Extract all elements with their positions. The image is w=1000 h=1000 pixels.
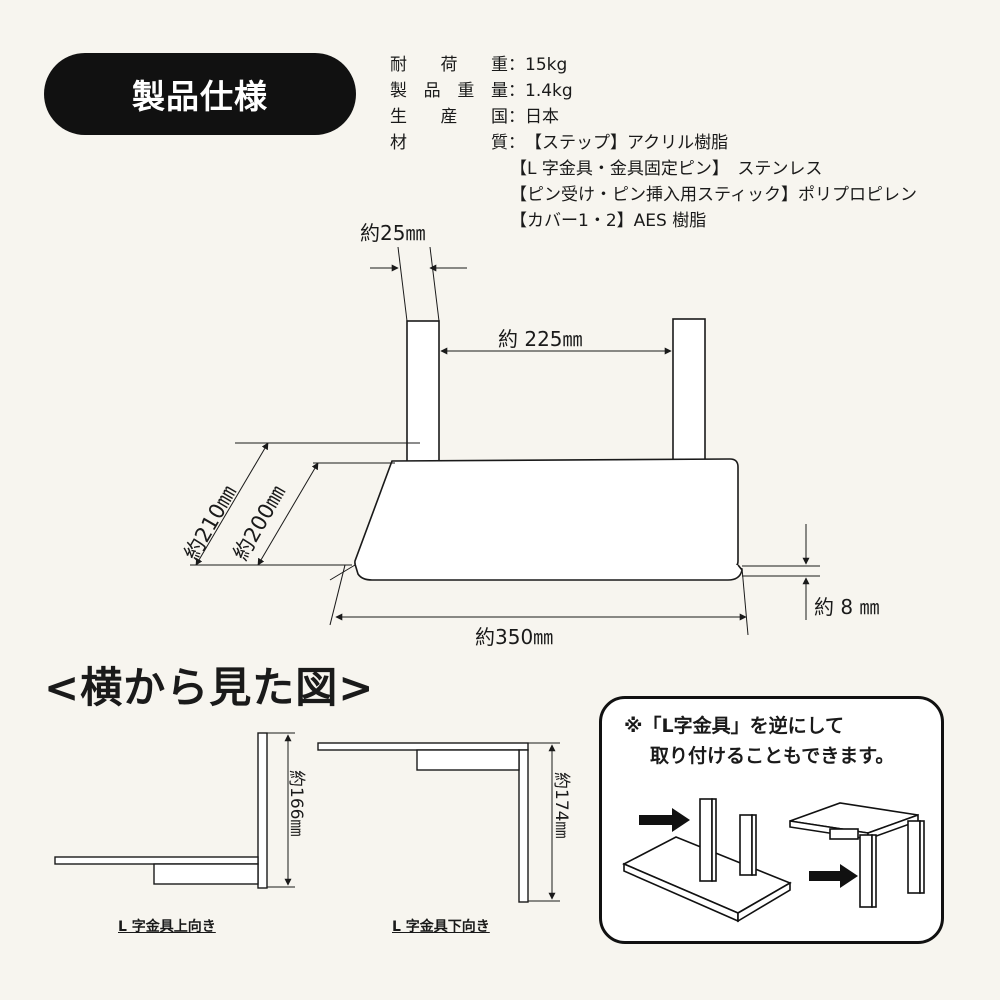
spec-material-line: 【L 字金具・金具固定ピン】 ステンレス: [510, 159, 823, 179]
dim-width: 約350㎜: [475, 625, 553, 649]
spec-value-weight: 1.4kg: [525, 81, 573, 101]
spec-list: 耐荷重 ：15kg 製品重量 ：1.4kg 生産国 ：日本 材質 ：【ステップ】…: [390, 52, 917, 234]
note-bracket-post-1: [859, 834, 873, 908]
spec-material-line: 【ステップ】アクリル樹脂: [525, 133, 729, 153]
dim-thickness: 約 8 ㎜: [814, 595, 879, 619]
note-bracket-cover: [829, 828, 859, 840]
note-text: ※「L字金具」を逆にして 取り付けることもできます。: [624, 711, 894, 771]
note-bracket-post-2: [907, 820, 921, 894]
note-arrow-right-icon: [809, 864, 858, 888]
note-box: ※「L字金具」を逆にして 取り付けることもできます。: [599, 696, 944, 944]
side-down-post: [518, 749, 529, 903]
spec-row-load: 耐荷重 ：15kg: [390, 52, 917, 78]
note-illustration: [622, 798, 925, 923]
spec-material-line: 【ピン受け・ピン挿入用スティック】ポリプロピレン: [510, 185, 917, 205]
side-down-cover: [416, 749, 520, 771]
side-up-cover: [153, 863, 259, 885]
spec-label-load: 耐荷重: [390, 55, 508, 75]
dim-arrow-depth-outer: [195, 442, 269, 566]
spec-row-weight: 製品重量 ：1.4kg: [390, 78, 917, 104]
caption-bracket-down: L 字金具下向き: [392, 919, 490, 935]
note-post-2: [739, 814, 753, 876]
spec-title: 製品仕様: [132, 77, 268, 116]
note-line-2: 取り付けることもできます。: [650, 745, 895, 767]
side-view-title: <横から見た図>: [44, 663, 375, 712]
spec-row-origin: 生産国 ：日本: [390, 104, 917, 130]
side-up-board: [54, 856, 259, 865]
spec-label-weight: 製品重量: [390, 81, 508, 101]
dim-height-up: 約166㎜: [286, 770, 306, 836]
note-post-1: [699, 798, 713, 882]
note-arrow-left-icon: [639, 808, 690, 832]
step-board-edge: [354, 563, 743, 581]
dim-post-gap: 約 225㎜: [498, 327, 583, 351]
dim-height-down: 約174㎜: [551, 772, 571, 838]
spec-value-origin: 日本: [525, 107, 559, 127]
caption-bracket-up: L 字金具上向き: [118, 919, 216, 935]
spec-label-origin: 生産国: [390, 107, 508, 127]
dim-arrow-depth-inner: [257, 462, 319, 566]
note-line-1: ※「L字金具」を逆にして: [624, 715, 845, 737]
dim-post-width: 約25㎜: [360, 221, 425, 245]
right-post: [672, 318, 706, 462]
left-post: [406, 320, 440, 463]
step-board: [354, 458, 739, 569]
spec-value-load: 15kg: [525, 55, 568, 75]
side-up-post: [257, 732, 268, 889]
spec-material-line: 【カバー1・2】AES 樹脂: [510, 211, 707, 231]
spec-row-material: 材質 ：【ステップ】アクリル樹脂: [390, 130, 917, 156]
spec-title-badge: 製品仕様: [44, 53, 356, 135]
spec-label-material: 材質: [390, 133, 508, 153]
side-down-board: [317, 742, 529, 751]
